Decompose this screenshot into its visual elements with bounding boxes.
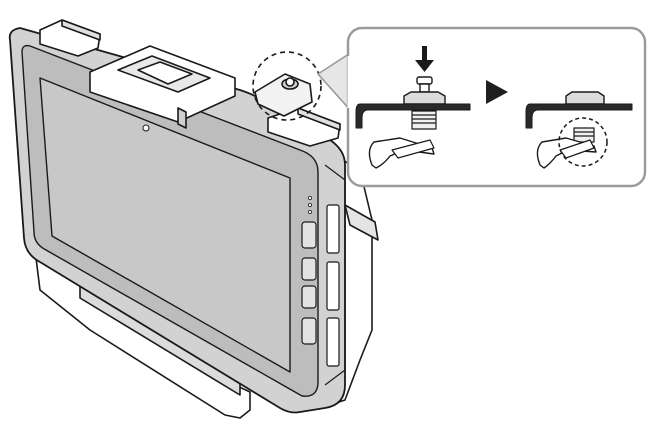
down-arrow-icon bbox=[415, 46, 434, 72]
tablet-body bbox=[8, 27, 346, 414]
top-clips bbox=[39, 19, 341, 147]
tablet-screen bbox=[39, 77, 291, 373]
released-pin-highlight bbox=[558, 117, 608, 167]
status-leds bbox=[307, 195, 312, 214]
callout-panel bbox=[316, 26, 647, 188]
camera-dot bbox=[142, 124, 150, 132]
pin-highlight-circle bbox=[252, 51, 322, 121]
step-pin-released bbox=[525, 91, 633, 169]
released-pin-icon bbox=[573, 127, 595, 143]
tablet-side-buttons bbox=[301, 221, 317, 345]
step-press-pin bbox=[355, 46, 471, 169]
right-triangle-icon bbox=[486, 80, 508, 104]
